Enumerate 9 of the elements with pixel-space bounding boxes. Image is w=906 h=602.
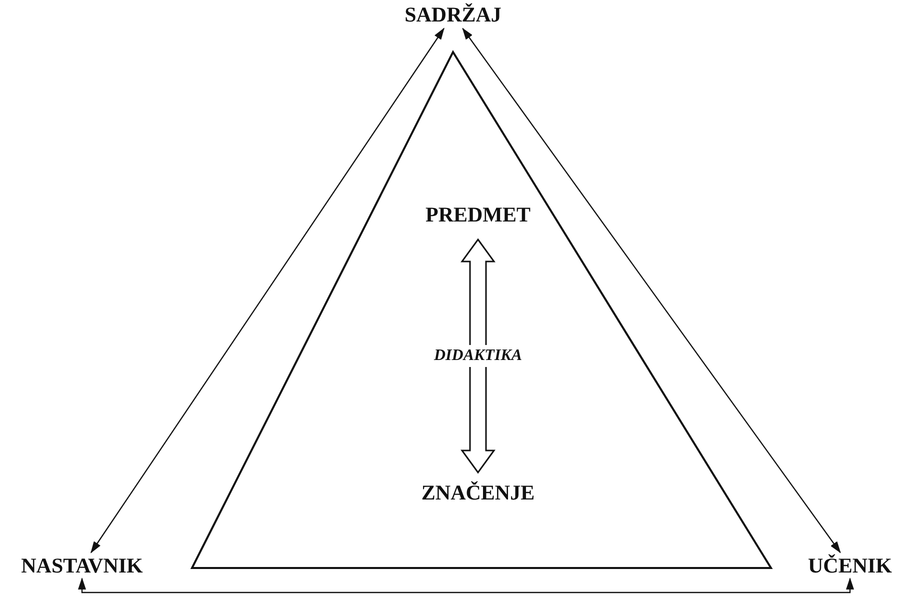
double-arrow [462,28,841,554]
vertex-label: ZNAČENJE [421,480,535,506]
vertex-label: PREDMET [426,202,530,228]
hollow-double-arrow [460,238,496,474]
vertex-label: SADRŽAJ [404,2,502,28]
double-arrow [90,28,444,554]
vertex-label: NASTAVNIK [21,554,143,578]
vertex-label: UČENIK [808,554,892,578]
double-arrow [78,578,854,594]
